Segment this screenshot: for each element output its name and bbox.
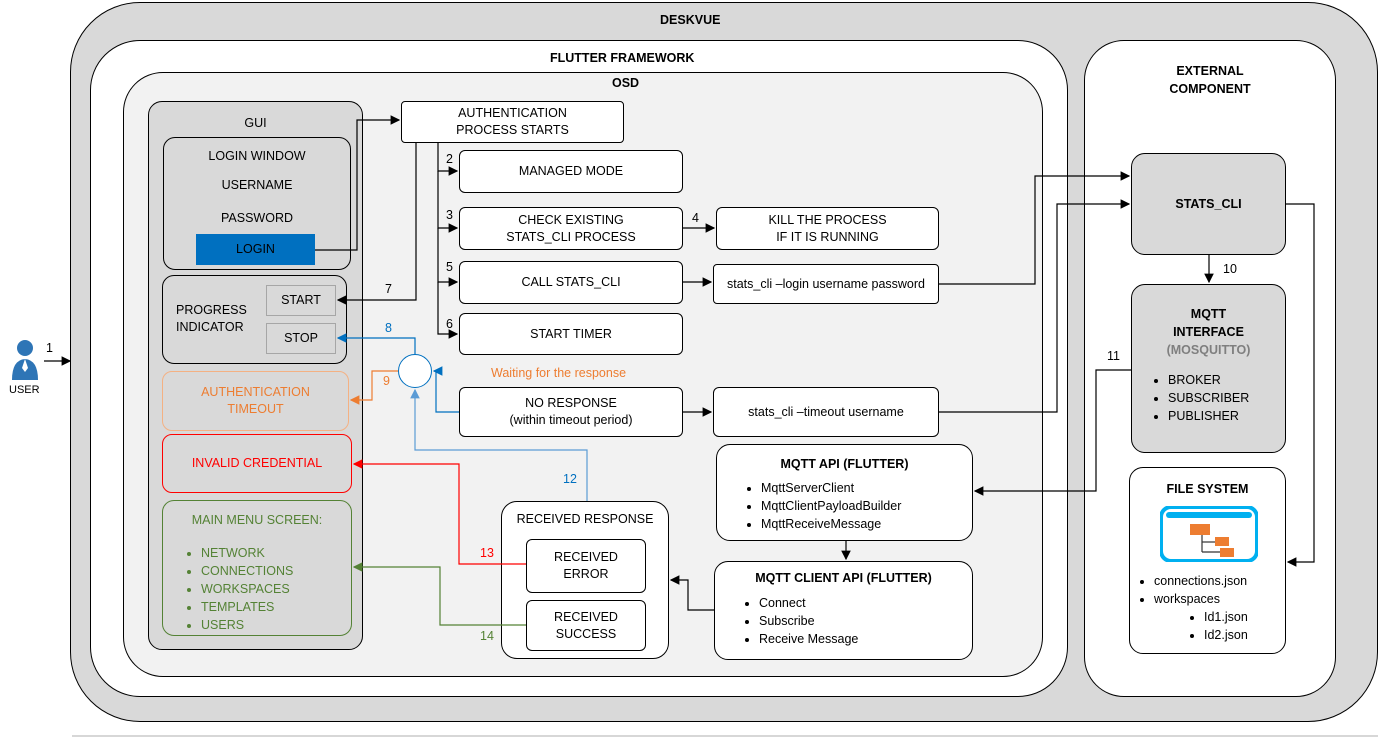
external-component-title: EXTERNAL COMPONENT bbox=[1169, 64, 1251, 96]
mqtt-interface-item: SUBSCRIBER bbox=[1168, 389, 1285, 407]
main-menu-screen: MAIN MENU SCREEN: NETWORK CONNECTIONS WO… bbox=[162, 500, 352, 636]
arrow-timeout-statscli bbox=[939, 199, 1131, 413]
step-1: 1 bbox=[46, 341, 53, 355]
mqtt-client-api-item: Connect bbox=[759, 594, 972, 612]
mqtt-interface-item: BROKER bbox=[1168, 371, 1285, 389]
file-system-subitem: Id1.json bbox=[1204, 608, 1248, 626]
user-label: USER bbox=[9, 384, 40, 396]
received-success-box: RECEIVED SUCCESS bbox=[526, 600, 646, 651]
arrow-6 bbox=[437, 282, 459, 339]
main-menu-title: MAIN MENU SCREEN: bbox=[191, 513, 323, 527]
managed-mode-box: MANAGED MODE bbox=[459, 150, 683, 193]
arrow-8 bbox=[336, 333, 416, 354]
progress-indicator-label: PROGRESS INDICATOR bbox=[176, 303, 247, 334]
mqtt-interface-title: MQTT INTERFACE bbox=[1173, 307, 1244, 340]
stats-cli-login-box: stats_cli –login username password bbox=[713, 264, 939, 304]
step-4: 4 bbox=[692, 211, 699, 225]
password-field[interactable]: PASSWORD bbox=[221, 211, 293, 225]
arrow-12 bbox=[410, 388, 588, 501]
stats-cli-timeout-box: stats_cli –timeout username bbox=[713, 387, 939, 437]
stats-cli-box: STATS_CLI bbox=[1131, 153, 1286, 255]
mqtt-api-box: MQTT API (FLUTTER) MqttServerClient Mqtt… bbox=[716, 444, 973, 541]
osd-title: OSD bbox=[612, 76, 640, 90]
mqtt-api-title: MQTT API (FLUTTER) bbox=[780, 457, 909, 471]
user-icon bbox=[10, 338, 40, 382]
junction-circle bbox=[398, 354, 432, 388]
flutter-framework-title: FLUTTER FRAMEWORK bbox=[550, 51, 695, 65]
mqtt-interface-item: PUBLISHER bbox=[1168, 407, 1285, 425]
mqtt-client-api-item: Subscribe bbox=[759, 612, 972, 630]
main-menu-item-network[interactable]: NETWORK bbox=[201, 544, 351, 562]
file-system-item: workspaces bbox=[1154, 590, 1247, 608]
step-12: 12 bbox=[563, 472, 577, 486]
start-timer-box: START TIMER bbox=[459, 313, 683, 355]
step-3: 3 bbox=[446, 208, 453, 222]
mqtt-client-api-title: MQTT CLIENT API (FLUTTER) bbox=[755, 571, 932, 585]
received-error-box: RECEIVED ERROR bbox=[526, 539, 646, 593]
mqtt-api-item: MqttServerClient bbox=[761, 479, 972, 497]
mqtt-interface-subtitle: (MOSQUITTO) bbox=[1166, 343, 1251, 358]
arrow-9 bbox=[349, 370, 398, 405]
folder-tree-icon bbox=[1159, 505, 1259, 563]
mqtt-api-item: MqttReceiveMessage bbox=[761, 515, 972, 533]
file-system-title: FILE SYSTEM bbox=[1166, 482, 1249, 496]
check-existing-box: CHECK EXISTING STATS_CLI PROCESS bbox=[459, 207, 683, 250]
received-response-title: RECEIVED RESPONSE bbox=[516, 512, 654, 526]
login-button-label: LOGIN bbox=[236, 242, 275, 257]
step-5: 5 bbox=[446, 260, 453, 274]
file-system-box: FILE SYSTEM connections.json workspaces … bbox=[1129, 467, 1286, 654]
step-9: 9 bbox=[383, 374, 390, 388]
step-8: 8 bbox=[385, 321, 392, 335]
call-stats-cli-box: CALL STATS_CLI bbox=[459, 261, 683, 304]
mqtt-interface-box: MQTT INTERFACE (MOSQUITTO) BROKER SUBSCR… bbox=[1131, 284, 1286, 453]
gui-title: GUI bbox=[244, 116, 267, 130]
no-response-box: NO RESPONSE (within timeout period) bbox=[459, 387, 683, 437]
authentication-timeout-screen: AUTHENTICATION TIMEOUT bbox=[162, 371, 349, 431]
step-6: 6 bbox=[446, 317, 453, 331]
step-10: 10 bbox=[1223, 262, 1237, 276]
username-field[interactable]: USERNAME bbox=[221, 178, 293, 192]
arrow-14 bbox=[352, 562, 526, 626]
main-menu-item-users[interactable]: USERS bbox=[201, 616, 351, 634]
progress-stop-label: STOP bbox=[284, 331, 318, 346]
login-button[interactable]: LOGIN bbox=[196, 234, 315, 265]
progress-start-button[interactable]: START bbox=[266, 285, 336, 316]
arrow-statscli-files bbox=[1286, 203, 1315, 567]
progress-start-label: START bbox=[281, 293, 321, 308]
deskvue-title: DESKVUE bbox=[660, 13, 721, 27]
arrow-login-auth bbox=[315, 115, 401, 251]
step-14: 14 bbox=[480, 629, 494, 643]
mqtt-api-item: MqttClientPayloadBuilder bbox=[761, 497, 972, 515]
step-13: 13 bbox=[480, 546, 494, 560]
waiting-label: Waiting for the response bbox=[491, 366, 627, 380]
arrow-7 bbox=[336, 143, 417, 305]
file-system-item: connections.json bbox=[1154, 572, 1247, 590]
arrow-13 bbox=[352, 459, 526, 565]
main-menu-item-connections[interactable]: CONNECTIONS bbox=[201, 562, 351, 580]
step-2: 2 bbox=[446, 152, 453, 166]
main-menu-list: NETWORK CONNECTIONS WORKSPACES TEMPLATES… bbox=[163, 544, 351, 634]
step-11: 11 bbox=[1107, 349, 1120, 363]
mqtt-client-api-box: MQTT CLIENT API (FLUTTER) Connect Subscr… bbox=[714, 561, 973, 660]
arrow-11 bbox=[973, 369, 1131, 496]
arrow-client-received bbox=[669, 575, 714, 611]
step-7: 7 bbox=[385, 282, 392, 296]
arrow-login-statscli bbox=[939, 171, 1131, 285]
auth-process-starts-box: AUTHENTICATION PROCESS STARTS bbox=[401, 101, 624, 143]
file-system-subitem: Id2.json bbox=[1204, 626, 1248, 644]
login-window-title: LOGIN WINDOW bbox=[208, 149, 306, 163]
mqtt-client-api-item: Receive Message bbox=[759, 630, 972, 648]
arrow-noresp-circle bbox=[432, 366, 459, 413]
kill-process-box: KILL THE PROCESS IF IT IS RUNNING bbox=[716, 207, 939, 250]
progress-stop-button[interactable]: STOP bbox=[266, 323, 336, 354]
main-menu-item-workspaces[interactable]: WORKSPACES bbox=[201, 580, 351, 598]
invalid-credential-screen: INVALID CREDENTIAL bbox=[162, 434, 352, 493]
main-menu-item-templates[interactable]: TEMPLATES bbox=[201, 598, 351, 616]
